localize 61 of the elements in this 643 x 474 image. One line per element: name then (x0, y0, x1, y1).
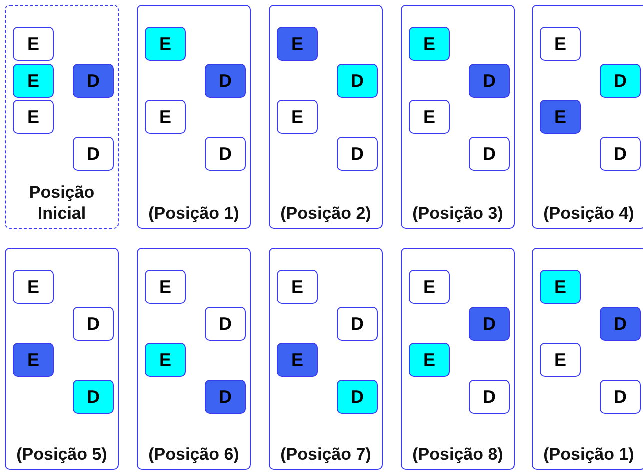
letter-tile: E (277, 100, 318, 134)
letter-tile: E (145, 270, 186, 304)
letter-tile: E (409, 100, 450, 134)
letter-tile: D (469, 380, 510, 414)
letter-tile: D (469, 64, 510, 98)
letter-tile: E (145, 343, 186, 377)
letter-tile: D (205, 137, 246, 171)
letter-tile: E (13, 343, 54, 377)
letter-tile: D (73, 307, 114, 341)
position-caption: (Posição 2) (280, 203, 372, 224)
letter-tile: E (277, 27, 318, 61)
letter-tile: D (337, 64, 378, 98)
position-panel (401, 5, 515, 229)
letter-tile: E (277, 343, 318, 377)
position-panel (269, 248, 383, 470)
letter-tile: E (409, 343, 450, 377)
letter-tile: E (13, 270, 54, 304)
position-caption: (Posição 8) (412, 444, 504, 465)
position-caption: (Posição 3) (412, 203, 504, 224)
position-panel (401, 248, 515, 470)
position-caption: Posição Inicial (28, 182, 96, 224)
letter-tile: D (73, 64, 114, 98)
letter-tile: E (409, 270, 450, 304)
letter-tile: D (600, 137, 641, 171)
position-panel (137, 5, 251, 229)
letter-tile: E (13, 100, 54, 134)
position-caption: (Posição 7) (280, 444, 372, 465)
position-panel (532, 5, 643, 229)
letter-tile: D (600, 307, 641, 341)
position-panel (269, 5, 383, 229)
letter-tile: D (73, 137, 114, 171)
letter-tile: D (205, 380, 246, 414)
position-caption: (Posição 1) (542, 444, 636, 465)
letter-tile: E (540, 270, 581, 304)
position-panel (5, 248, 119, 470)
letter-tile: E (13, 64, 54, 98)
letter-tile: E (540, 27, 581, 61)
position-panel (137, 248, 251, 470)
letter-tile: D (205, 64, 246, 98)
position-panel (532, 248, 643, 470)
position-caption: (Posição 5) (16, 444, 108, 465)
letter-tile: E (145, 27, 186, 61)
letter-tile: E (145, 100, 186, 134)
position-caption: (Posição 4) (542, 203, 636, 224)
letter-tile: D (600, 380, 641, 414)
letter-tile: D (337, 307, 378, 341)
letter-tile: D (73, 380, 114, 414)
letter-tile: D (205, 307, 246, 341)
position-caption: (Posição 6) (148, 444, 240, 465)
letter-tile: D (337, 380, 378, 414)
position-caption: (Posição 1) (148, 203, 240, 224)
letter-tile: E (540, 100, 581, 134)
letter-tile: E (409, 27, 450, 61)
letter-tile: E (13, 27, 54, 61)
letter-tile: D (469, 137, 510, 171)
letter-tile: E (277, 270, 318, 304)
letter-tile: D (337, 137, 378, 171)
letter-tile: D (469, 307, 510, 341)
position-panel (5, 5, 119, 229)
letter-tile: D (600, 64, 641, 98)
letter-tile: E (540, 343, 581, 377)
